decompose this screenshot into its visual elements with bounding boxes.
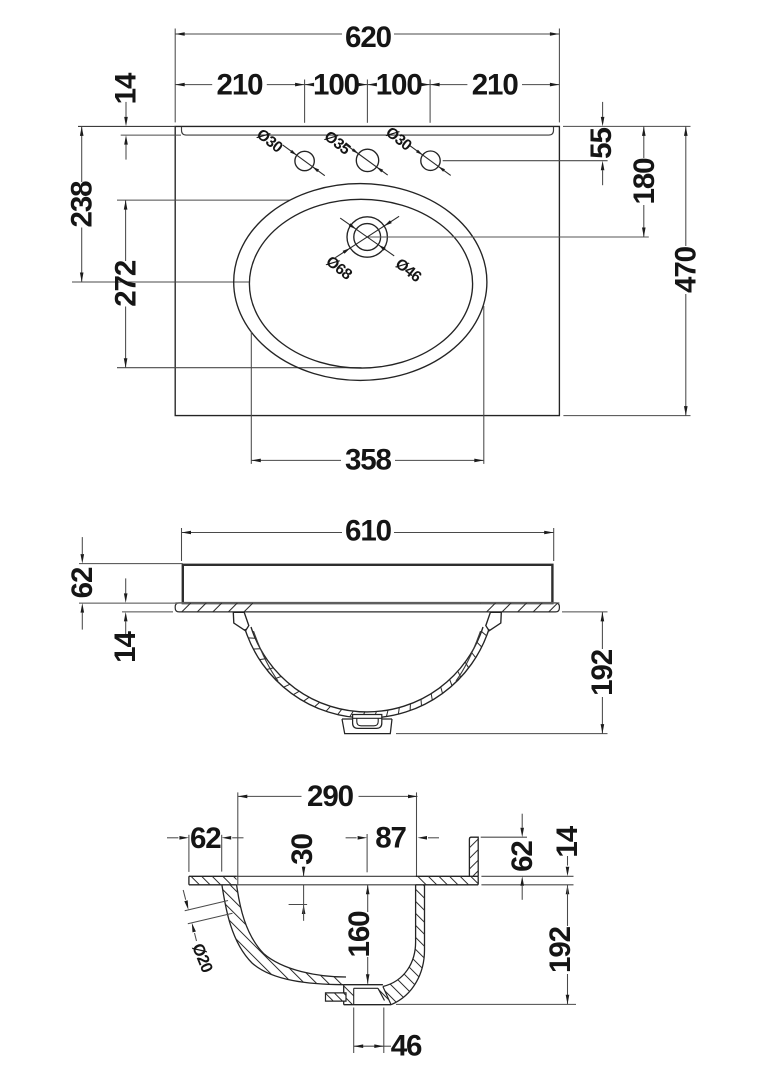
svg-text:470: 470 xyxy=(669,246,702,293)
svg-text:62: 62 xyxy=(66,567,99,598)
svg-text:55: 55 xyxy=(585,128,618,159)
svg-text:62: 62 xyxy=(506,841,539,872)
svg-text:238: 238 xyxy=(65,181,98,228)
svg-text:160: 160 xyxy=(343,911,376,958)
svg-text:210: 210 xyxy=(217,69,264,102)
svg-text:87: 87 xyxy=(375,822,406,855)
svg-text:Ø30: Ø30 xyxy=(382,124,414,154)
svg-text:Ø68: Ø68 xyxy=(323,253,356,284)
svg-text:100: 100 xyxy=(313,69,360,102)
svg-text:Ø35: Ø35 xyxy=(321,128,354,159)
svg-text:610: 610 xyxy=(345,515,392,548)
svg-text:Ø30: Ø30 xyxy=(253,126,285,156)
svg-text:Ø46: Ø46 xyxy=(392,255,425,286)
svg-text:14: 14 xyxy=(110,72,143,104)
svg-text:192: 192 xyxy=(544,926,577,973)
svg-text:46: 46 xyxy=(391,1030,422,1063)
svg-text:14: 14 xyxy=(551,825,584,857)
svg-text:30: 30 xyxy=(286,834,319,865)
svg-text:290: 290 xyxy=(307,780,354,813)
svg-text:62: 62 xyxy=(190,822,221,855)
svg-text:192: 192 xyxy=(586,649,619,696)
svg-text:358: 358 xyxy=(345,443,392,476)
svg-text:14: 14 xyxy=(109,631,142,663)
svg-text:272: 272 xyxy=(109,260,142,307)
svg-text:620: 620 xyxy=(345,21,392,54)
svg-text:180: 180 xyxy=(628,158,661,205)
svg-text:210: 210 xyxy=(472,69,519,102)
svg-text:Ø20: Ø20 xyxy=(188,941,216,975)
svg-text:100: 100 xyxy=(376,69,423,102)
